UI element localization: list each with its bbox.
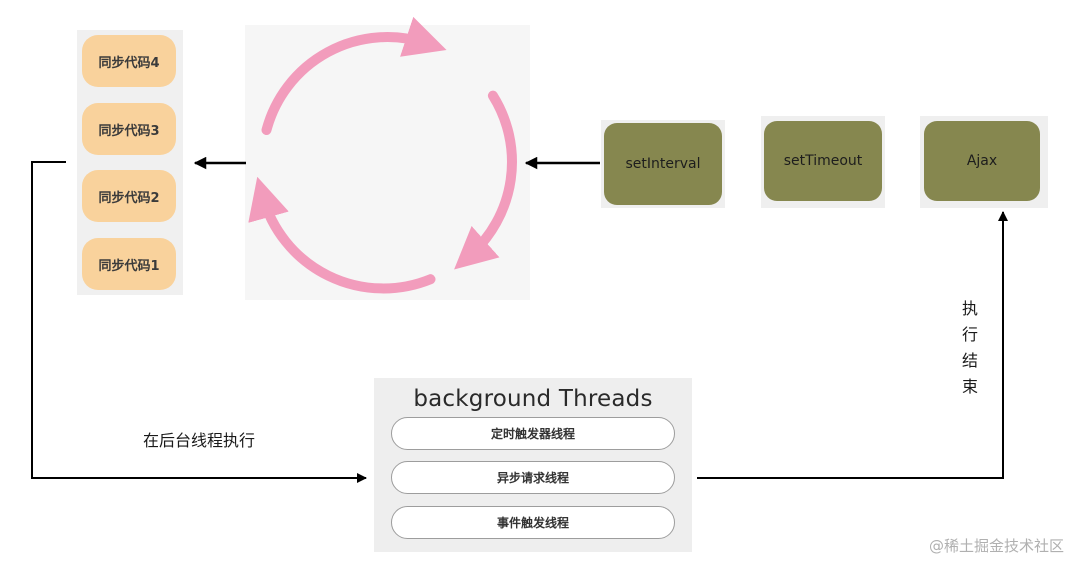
settimeout-label: setTimeout [783, 153, 863, 169]
timer-thread-box: 定时触发器线程 [391, 417, 675, 450]
event-loop-arc-bottom [248, 176, 436, 294]
execution-done-label: 执行结束 [961, 299, 978, 396]
line-threads-to-ajax [697, 211, 1008, 479]
thread-label: 事件触发线程 [496, 516, 569, 530]
thread-label: 异步请求线程 [496, 471, 569, 485]
run-in-background-label: 在后台线程执行 [143, 431, 256, 450]
setinterval-label: setInterval [625, 156, 701, 172]
thread-label: 定时触发器线程 [490, 427, 575, 441]
line-stack-to-threads [31, 161, 367, 483]
sync-code-box: 同步代码3 [82, 103, 176, 155]
settimeout-box: setTimeout [764, 121, 882, 201]
sync-code-label: 同步代码2 [98, 190, 160, 206]
event-loop-arc-top [261, 16, 447, 135]
async-request-thread-box: 异步请求线程 [391, 461, 675, 494]
sync-code-label: 同步代码4 [98, 55, 160, 71]
ajax-box: Ajax [924, 121, 1040, 201]
watermark: @稀土掘金技术社区 [928, 537, 1064, 555]
sync-code-box: 同步代码4 [82, 35, 176, 87]
background-threads-title: background Threads [413, 386, 653, 412]
sync-code-box: 同步代码1 [82, 238, 176, 290]
sync-code-label: 同步代码3 [98, 123, 160, 139]
sync-code-box: 同步代码2 [82, 170, 176, 222]
sync-code-label: 同步代码1 [98, 258, 160, 274]
setinterval-box: setInterval [604, 123, 722, 205]
ajax-label: Ajax [966, 153, 998, 169]
event-thread-box: 事件触发线程 [391, 506, 675, 539]
event-loop-arc-right [454, 90, 517, 270]
